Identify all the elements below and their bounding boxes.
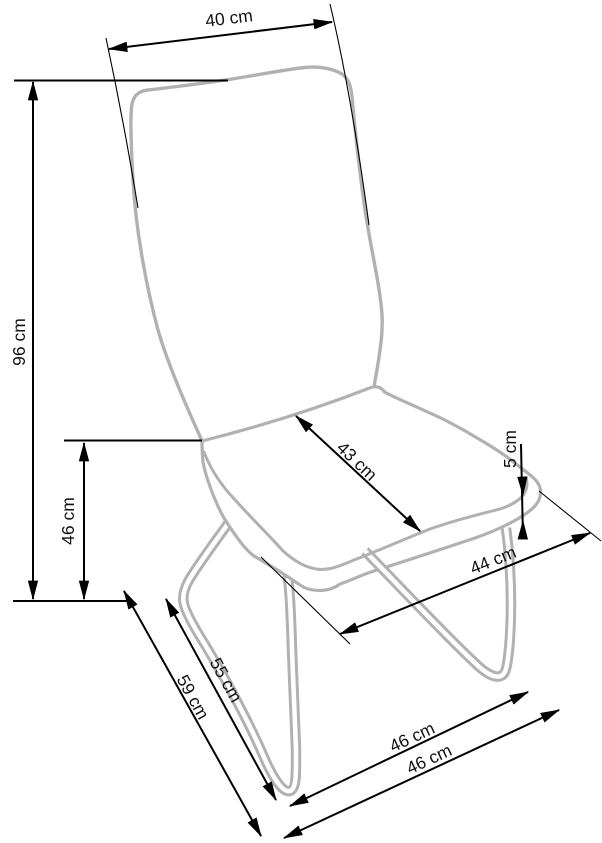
svg-text:96 cm: 96 cm [9,318,29,366]
svg-text:46 cm: 46 cm [58,497,78,545]
svg-text:5 cm: 5 cm [500,430,520,468]
